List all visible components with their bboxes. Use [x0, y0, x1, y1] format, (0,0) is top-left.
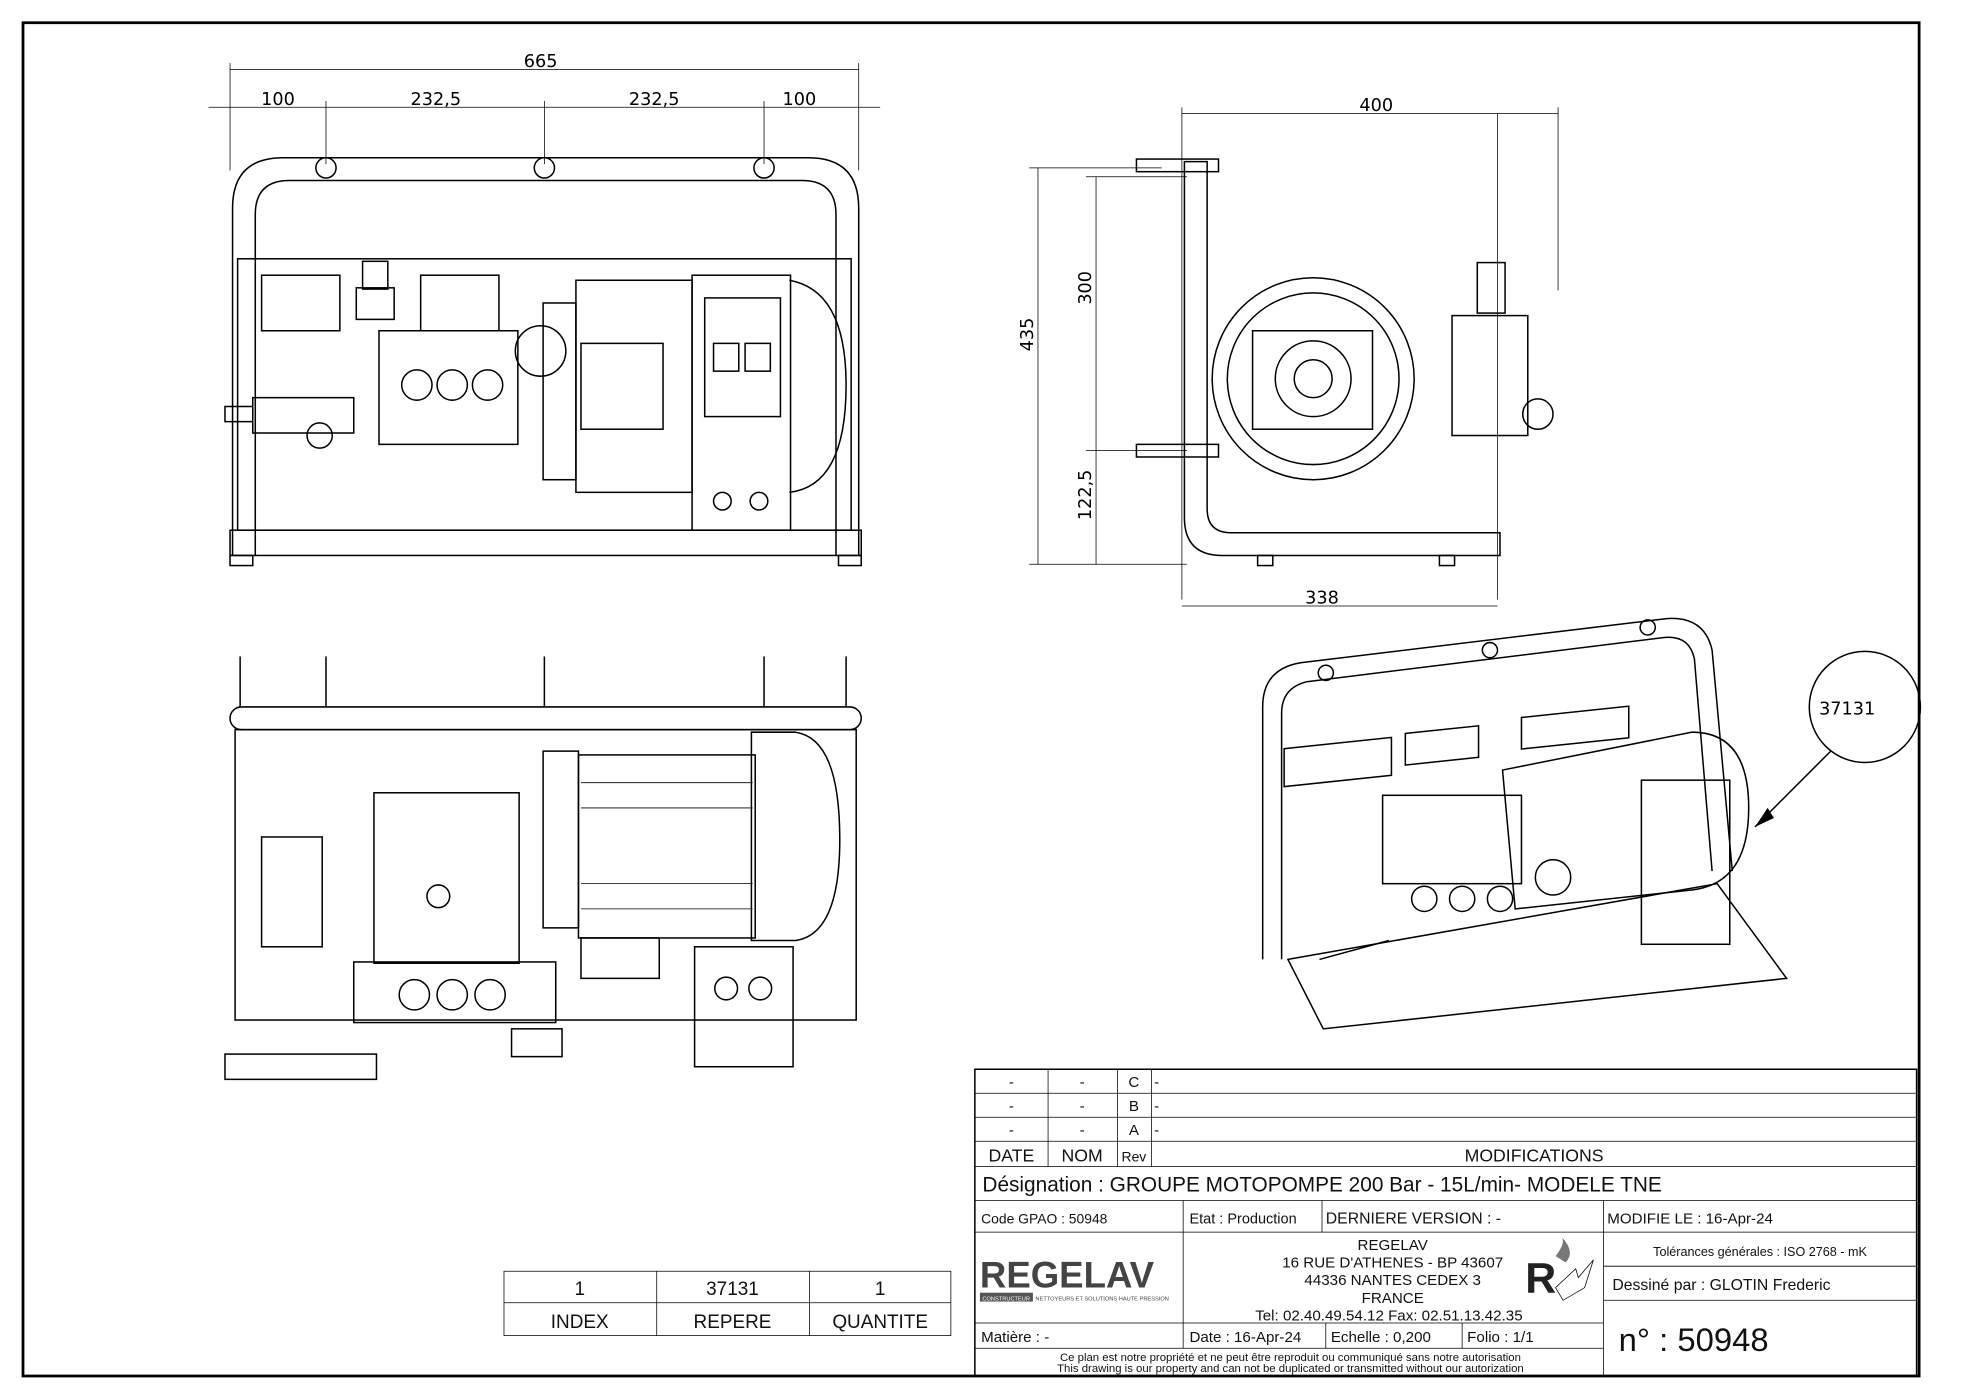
dim-665: 665: [524, 52, 558, 72]
dim-232-left: 232,5: [411, 90, 462, 110]
dim-100-right: 100: [783, 90, 817, 110]
sheet-border: [21, 21, 1921, 1378]
rev-c-nom: -: [1080, 1074, 1085, 1091]
derniere-version: DERNIERE VERSION : -: [1326, 1210, 1501, 1227]
etat: Etat : Production: [1189, 1211, 1296, 1227]
drawing-number: n° : 50948: [1619, 1321, 1769, 1358]
matiere: Matière : -: [981, 1329, 1049, 1346]
svg-text:R: R: [1525, 1255, 1556, 1303]
rev-b-nom: -: [1080, 1098, 1085, 1115]
designation: Désignation : GROUPE MOTOPOMPE 200 Bar -…: [982, 1174, 1661, 1197]
header-nom: NOM: [1062, 1145, 1103, 1165]
company-address1: 16 RUE D'ATHENES - BP 43607: [1282, 1254, 1503, 1271]
logo-tagline-constructeur: CONSTRUCTEUR: [982, 1296, 1030, 1302]
bom-table: 1 37131 1 INDEX REPERE QUANTITE: [503, 1270, 952, 1336]
rev-c-letter: C: [1128, 1074, 1139, 1091]
bom-repere-header: REPERE: [694, 1312, 772, 1333]
header-date: DATE: [989, 1145, 1035, 1165]
bom-index-value: 1: [574, 1279, 585, 1300]
bom-quantite-value: 1: [875, 1279, 886, 1300]
disclaimer-fr: Ce plan est notre propriété et ne peut ê…: [1060, 1352, 1521, 1364]
dim-122: 122,5: [1076, 470, 1096, 521]
revision-rows: - - C - - - B - - - A -: [1009, 1074, 1159, 1139]
rev-a-date: -: [1009, 1122, 1014, 1139]
top-view: [224, 656, 862, 1081]
company-country: FRANCE: [1362, 1290, 1424, 1307]
header-rev: Rev: [1122, 1148, 1147, 1164]
dim-338: 338: [1305, 588, 1339, 608]
regelav-logo: REGELAV CONSTRUCTEUR NETTOYEURS ET SOLUT…: [979, 1255, 1169, 1302]
rev-c-date: -: [1009, 1074, 1014, 1091]
balloon-number: 37131: [1819, 700, 1875, 720]
tolerances: Tolérances générales : ISO 2768 - mK: [1653, 1245, 1867, 1259]
front-dimensions: 665 100 232,5 232,5 100: [208, 52, 881, 171]
disclaimer-en: This drawing is our property and can not…: [1057, 1363, 1524, 1375]
isometric-view: [1261, 617, 1788, 1030]
dim-232-right: 232,5: [629, 90, 680, 110]
rev-a-nom: -: [1080, 1122, 1085, 1139]
dim-300: 300: [1076, 271, 1096, 305]
bom-repere-value: 37131: [706, 1279, 759, 1300]
side-view: 400 338 435 300 122,5: [1018, 96, 1559, 608]
title-block: - - C - - - B - - - A - DATE NOM Rev MOD…: [974, 1068, 1918, 1377]
dim-400: 400: [1359, 96, 1393, 116]
code-gpao: Code GPAO : 50948: [981, 1210, 1108, 1226]
regelav-emblem-icon: R: [1525, 1237, 1594, 1303]
rev-b-mod: -: [1154, 1098, 1159, 1115]
modifie-le: MODIFIE LE : 16-Apr-24: [1607, 1210, 1773, 1227]
company-name: REGELAV: [1358, 1237, 1429, 1254]
balloon-callout: 37131: [1754, 650, 1922, 828]
side-dimensions: 400 338 435 300 122,5: [1018, 96, 1559, 608]
date: Date : 16-Apr-24: [1189, 1329, 1301, 1346]
company-address2: 44336 NANTES CEDEX 3: [1304, 1272, 1481, 1289]
front-view: 665 100 232,5 232,5 100: [208, 52, 881, 567]
header-modifications: MODIFICATIONS: [1465, 1145, 1604, 1165]
bom-quantite-header: QUANTITE: [832, 1312, 928, 1333]
rev-a-letter: A: [1129, 1122, 1140, 1139]
dim-100-left: 100: [261, 90, 295, 110]
echelle: Echelle : 0,200: [1331, 1329, 1431, 1346]
dim-435: 435: [1018, 318, 1038, 352]
logo-tagline: NETTOYEURS ET SOLUTIONS HAUTE PRESSION: [1035, 1296, 1168, 1302]
bom-index-header: INDEX: [551, 1312, 609, 1333]
company-phone: Tel: 02.40.49.54.12 Fax: 02.51.13.42.35: [1255, 1307, 1522, 1324]
dessine-par: Dessiné par : GLOTIN Frederic: [1612, 1277, 1830, 1294]
rev-a-mod: -: [1154, 1122, 1159, 1139]
rev-b-letter: B: [1129, 1098, 1139, 1115]
logo-text: REGELAV: [980, 1255, 1155, 1296]
folio: Folio : 1/1: [1467, 1329, 1533, 1346]
rev-c-mod: -: [1154, 1074, 1159, 1091]
rev-b-date: -: [1009, 1098, 1014, 1115]
